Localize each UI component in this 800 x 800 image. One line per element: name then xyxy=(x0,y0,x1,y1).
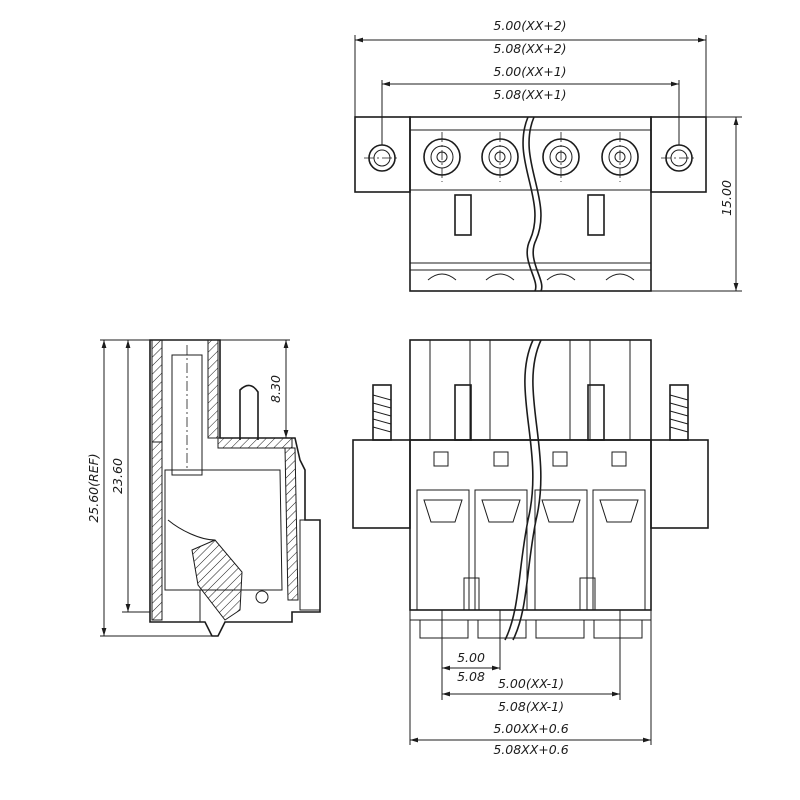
front-right-flange xyxy=(650,439,709,529)
side-view: 25.60(REF) 23.60 8.30 xyxy=(86,339,321,637)
dim-total-ref: 25.60(REF) xyxy=(86,453,101,522)
latch xyxy=(587,194,605,236)
latch xyxy=(454,194,472,236)
dim-total-a: 5.00XX+0.6 xyxy=(493,721,568,736)
dim-inner-b: 5.08(XX+1) xyxy=(493,87,566,102)
top-body xyxy=(409,116,652,292)
front-latch xyxy=(587,384,605,441)
mount-screw-right xyxy=(669,384,689,441)
pull-tab xyxy=(239,384,259,440)
mount-screw-left xyxy=(372,384,392,441)
dim-span-b: 5.08(XX-1) xyxy=(498,699,564,714)
front-view: 5.00 5.08 5.00(XX-1) 5.08(XX-1) 5.00XX+0… xyxy=(352,339,709,757)
wire-opening xyxy=(474,489,528,611)
dim-top: 8.30 xyxy=(268,375,283,403)
dim-total-b: 5.08XX+0.6 xyxy=(493,742,568,757)
dim-height: 15.00 xyxy=(719,180,734,216)
front-left-flange xyxy=(352,439,411,529)
dim-body: 23.60 xyxy=(110,458,125,494)
dim-pitch-b: 5.08 xyxy=(457,669,485,684)
top-view: 5.00(XX+2) 5.08(XX+2) 5.00(XX+1) 5.08(XX… xyxy=(354,18,742,292)
dim-span-a: 5.00(XX-1) xyxy=(498,676,564,691)
dim-overall-b: 5.08(XX+2) xyxy=(493,41,566,56)
wire-opening xyxy=(534,489,596,611)
wire-opening xyxy=(416,489,480,611)
front-upper-body xyxy=(409,339,652,441)
break-line xyxy=(522,116,537,292)
dim-pitch-a: 5.00 xyxy=(457,650,485,665)
front-break-line xyxy=(504,339,534,641)
wire-opening xyxy=(592,489,646,611)
dim-inner-a: 5.00(XX+1) xyxy=(493,64,566,79)
front-latch xyxy=(454,384,472,441)
dim-overall-a: 5.00(XX+2) xyxy=(493,18,566,33)
